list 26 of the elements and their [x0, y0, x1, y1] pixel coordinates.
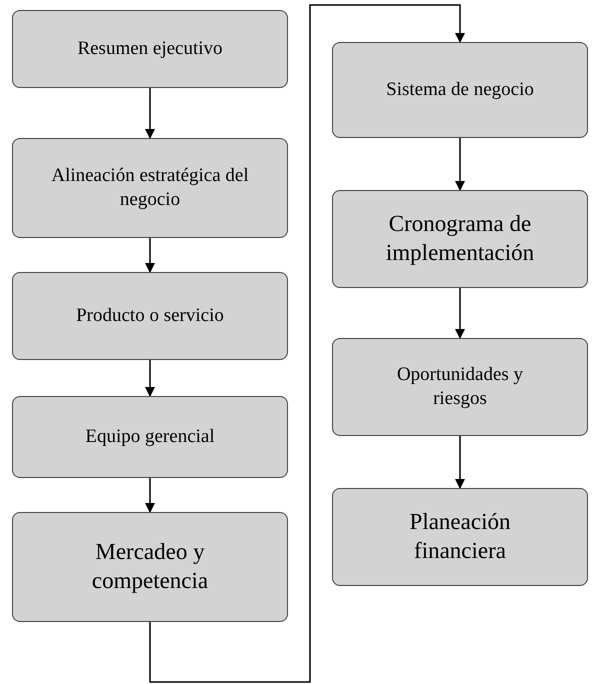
process-box: [332, 488, 588, 586]
arrow: [455, 436, 465, 489]
process-box: [12, 512, 288, 622]
arrow: [145, 238, 155, 273]
arrow: [145, 360, 155, 397]
process-box: [332, 190, 588, 288]
process-box: [332, 338, 588, 436]
box-label: Producto o servicio: [76, 304, 224, 328]
process-box: [12, 396, 288, 478]
box-label: Sistema de negocio: [386, 78, 534, 102]
arrow: [455, 138, 465, 191]
arrow: [455, 288, 465, 339]
box-label: Mercadeo y competencia: [90, 538, 210, 595]
box-label: Equipo gerencial: [85, 425, 215, 449]
arrow: [145, 88, 155, 139]
arrow: [149, 4, 465, 683]
process-box: [12, 10, 288, 88]
box-label: Cronograma de implementación: [384, 210, 536, 267]
process-box: [332, 42, 588, 138]
box-label: Resumen ejecutivo: [77, 37, 223, 61]
box-label: Planeación financiera: [408, 508, 512, 565]
process-box: [12, 272, 288, 360]
arrow: [145, 478, 155, 513]
box-label: Alineación estratégica del negocio: [50, 164, 250, 212]
box-label: Oportunidades y riesgos: [396, 363, 524, 411]
process-box: [12, 138, 288, 238]
